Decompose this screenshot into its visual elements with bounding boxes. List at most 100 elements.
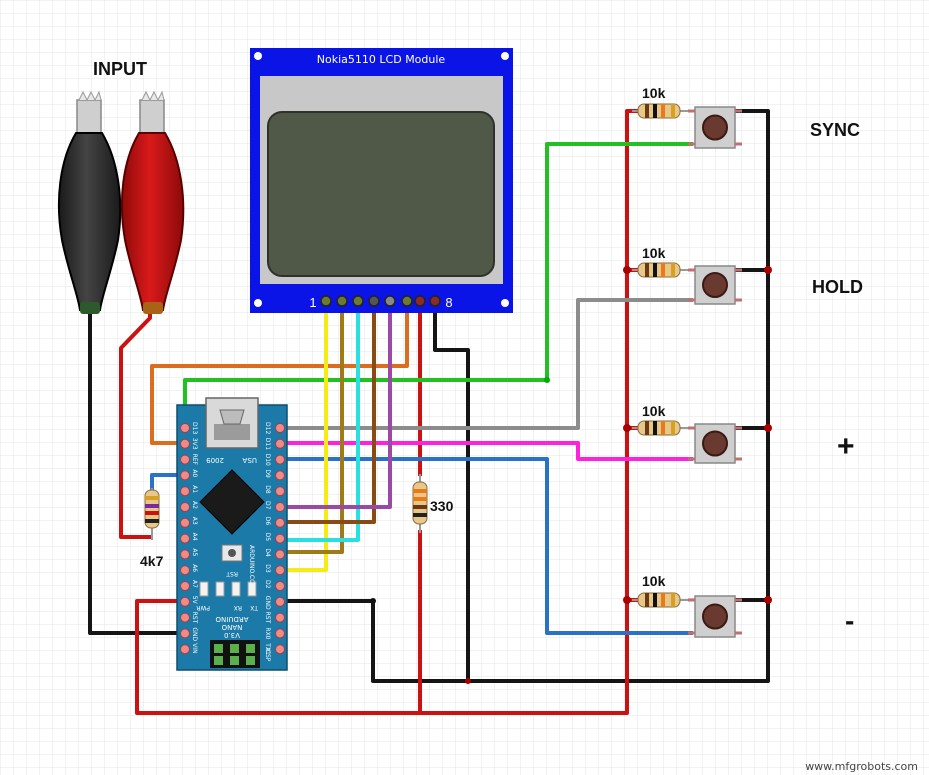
lcd-pin-last: 8 bbox=[445, 295, 452, 310]
wire-cyan bbox=[280, 303, 360, 542]
push-button[interactable] bbox=[688, 106, 742, 149]
wire-orange-d13 bbox=[150, 303, 409, 445]
resistor-10k bbox=[632, 103, 690, 119]
nano-pin-label: D7 bbox=[264, 501, 271, 510]
input-clip-black bbox=[57, 90, 122, 314]
nano-pin-label: VIN bbox=[191, 643, 198, 653]
nano-pin-label: GND bbox=[191, 627, 198, 641]
led-tx bbox=[247, 581, 257, 597]
resistor-10k bbox=[632, 592, 690, 608]
nano-pin-left bbox=[180, 517, 190, 528]
board-tx-label: TX bbox=[250, 604, 259, 611]
resistors-10k bbox=[632, 103, 690, 608]
nano-pin-left bbox=[180, 438, 190, 449]
wire-red-clip bbox=[119, 312, 152, 539]
nano-pin-right bbox=[275, 470, 285, 481]
nano-pin-left bbox=[180, 423, 190, 433]
nano-pin-label: D2 bbox=[264, 580, 271, 589]
nano-pin-left bbox=[180, 502, 190, 512]
wire-brown bbox=[280, 303, 376, 524]
board-pwr-label: PWR bbox=[196, 604, 210, 611]
nano-pin-left bbox=[180, 533, 190, 544]
nano-pin-left bbox=[180, 628, 190, 639]
nano-pin-headers: D133V3REFA0A1A2A3A4A5A6A75VRSTGNDVIND12D… bbox=[180, 422, 285, 655]
nano-pin-label: GND bbox=[264, 596, 271, 610]
junctions bbox=[370, 266, 772, 684]
lcd-module: Nokia5110 LCD Module 1 8 bbox=[250, 48, 513, 313]
wire-blue-a0 bbox=[150, 473, 185, 490]
board-rx-label: RX bbox=[234, 604, 242, 611]
lcd-pin-first: 1 bbox=[309, 295, 316, 310]
label-r3: 10k bbox=[642, 403, 666, 419]
nano-pin-right bbox=[275, 486, 285, 497]
nano-pin-label: A2 bbox=[191, 501, 198, 509]
nano-pin-label: D9 bbox=[264, 469, 271, 478]
nano-pin-label: A0 bbox=[191, 469, 198, 477]
wire-magenta-plus bbox=[280, 441, 693, 461]
label-plus: + bbox=[837, 430, 855, 463]
lcd-mount-hole-tl bbox=[254, 52, 262, 60]
nano-pin-label: D13 bbox=[191, 422, 198, 434]
nano-pin-label: RST bbox=[191, 612, 198, 624]
input-clip-red bbox=[120, 90, 185, 314]
board-usa: USA bbox=[242, 456, 257, 464]
nano-pin-right bbox=[275, 423, 285, 433]
push-button[interactable] bbox=[688, 423, 742, 464]
label-r4: 10k bbox=[642, 573, 666, 589]
push-button[interactable] bbox=[688, 265, 742, 305]
nano-pin-label: A4 bbox=[191, 533, 198, 541]
label-330: 330 bbox=[430, 498, 454, 514]
nano-pin-label: A1 bbox=[191, 485, 198, 493]
nano-pin-right bbox=[275, 612, 285, 623]
nano-pin-left bbox=[180, 565, 190, 576]
board-name-line3: V3.0 bbox=[224, 631, 240, 639]
wire-black-gnd-bus bbox=[280, 109, 770, 683]
board-rst-label: RST bbox=[226, 570, 238, 577]
nano-pin-label: A6 bbox=[191, 564, 198, 572]
resistor-4k7 bbox=[144, 488, 160, 540]
label-sync: SYNC bbox=[810, 120, 860, 140]
led-rx bbox=[231, 581, 241, 597]
led-l bbox=[215, 581, 225, 597]
nano-pin-label: D12 bbox=[264, 422, 271, 434]
nano-pin-label: 3V3 bbox=[191, 438, 198, 450]
wire-ocher bbox=[280, 303, 344, 554]
nano-pin-left bbox=[180, 581, 190, 591]
board-year: 2009 bbox=[206, 456, 224, 464]
lcd-mount-hole-bl bbox=[254, 299, 262, 307]
resistor-330 bbox=[412, 474, 428, 533]
lcd-title: Nokia5110 LCD Module bbox=[317, 53, 446, 66]
nano-pin-label: D11 bbox=[264, 438, 271, 450]
label-input: INPUT bbox=[93, 59, 147, 79]
push-buttons bbox=[688, 106, 742, 638]
wire-red-5v-loop bbox=[135, 109, 640, 715]
push-button[interactable] bbox=[688, 595, 742, 638]
nano-pin-right bbox=[275, 581, 285, 591]
nano-pin-left bbox=[180, 470, 190, 481]
nano-pin-label: REF bbox=[191, 454, 198, 466]
nano-pin-label: RST bbox=[264, 612, 271, 624]
nano-pin-right bbox=[275, 565, 285, 576]
microcontroller-chip bbox=[199, 469, 265, 535]
lcd-pins bbox=[320, 295, 441, 307]
lcd-mount-hole-br bbox=[501, 299, 509, 307]
label-hold: HOLD bbox=[812, 277, 863, 297]
nano-pin-label: D6 bbox=[264, 517, 271, 526]
nano-pin-label: TX1 bbox=[264, 642, 271, 655]
nano-pin-left bbox=[180, 549, 190, 560]
nano-pin-right bbox=[275, 644, 285, 655]
nano-pin-left bbox=[180, 486, 190, 497]
nano-pin-right bbox=[275, 533, 285, 544]
wire-black-lcd-gnd bbox=[433, 303, 470, 681]
nano-pin-right bbox=[275, 502, 285, 512]
nano-pin-right bbox=[275, 596, 285, 607]
nano-pin-label: 5V bbox=[191, 596, 198, 605]
nano-pin-right bbox=[275, 517, 285, 528]
nano-pin-left bbox=[180, 596, 190, 607]
board-icsp: ICSP bbox=[264, 648, 271, 662]
nano-pin-right bbox=[275, 549, 285, 560]
led-pwr bbox=[199, 581, 209, 597]
wire-gray-hold bbox=[280, 298, 693, 430]
